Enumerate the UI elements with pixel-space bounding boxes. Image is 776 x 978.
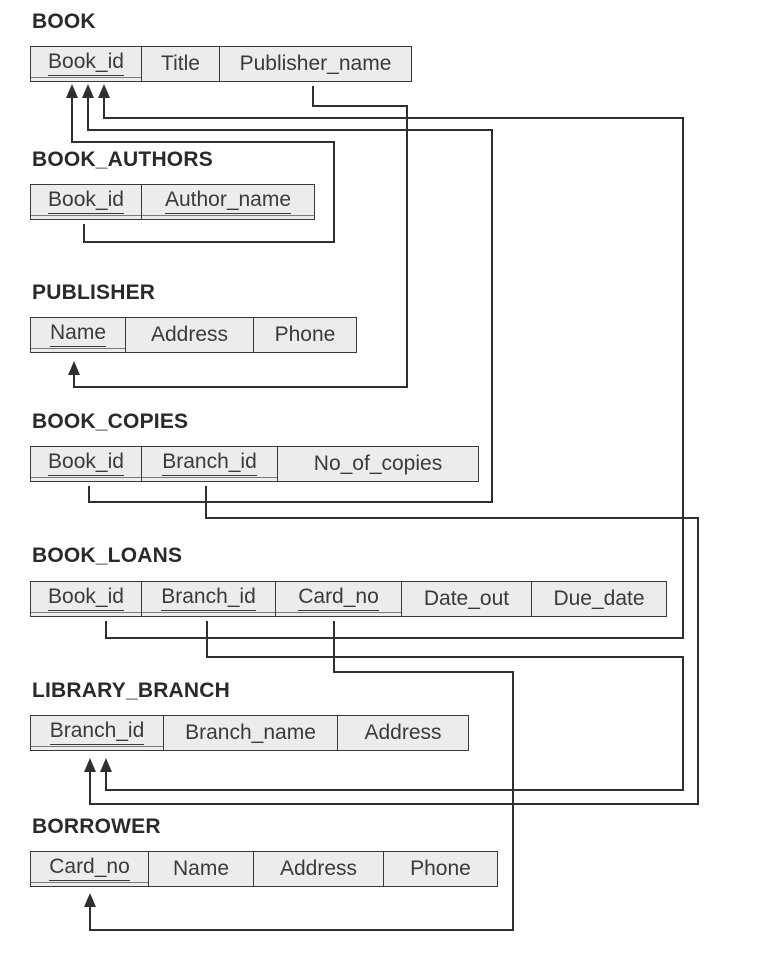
attr-borrower-card-no: Card_no: [31, 852, 149, 886]
relation-book-copies: Book_id Branch_id No_of_copies: [30, 446, 479, 482]
attr-borrower-phone: Phone: [410, 857, 471, 880]
arrowhead-icon: [84, 758, 96, 772]
relation-title-library-branch: LIBRARY_BRANCH: [32, 679, 231, 702]
attr-label: Branch_id: [49, 719, 145, 745]
arrowhead-icon: [82, 84, 94, 98]
fk-link-book-loans-card-no: [89, 621, 514, 931]
relation-borrower: Card_no Name Address Phone: [30, 851, 498, 887]
attr-library-branch-address: Address: [364, 721, 442, 744]
attr-book-loans-card-no: Card_no: [276, 582, 402, 616]
attr-label: Book_id: [48, 450, 124, 476]
attr-book-authors-book-id: Book_id: [31, 185, 142, 219]
attr-book-authors-author-name: Author_name: [142, 185, 314, 219]
relation-title-book-copies: BOOK_COPIES: [32, 410, 189, 433]
attr-label: Book_id: [48, 188, 124, 214]
relation-publisher: Name Address Phone: [30, 317, 357, 353]
attr-book-loans-book-id: Book_id: [31, 582, 142, 616]
relation-title-publisher: PUBLISHER: [32, 281, 156, 304]
arrowhead-icon: [68, 361, 80, 375]
attr-book-copies-branch-id: Branch_id: [142, 447, 278, 481]
attr-borrower-address: Address: [254, 852, 384, 886]
attr-book-book-id: Book_id: [31, 47, 142, 81]
attr-borrower-name: Name: [149, 852, 254, 886]
relation-book-loans: Book_id Branch_id Card_no Date_out Due_d…: [30, 581, 667, 617]
fk-link-book-authors-book-id: [71, 96, 335, 243]
attr-book-loans-date-out: Date_out: [402, 582, 532, 616]
attr-book-copies-book-id: Book_id: [31, 447, 142, 481]
fk-link-book-publisher-name: [73, 86, 408, 388]
relation-title-book-authors: BOOK_AUTHORS: [32, 148, 213, 171]
relation-book: Book_id Title Publisher_name: [30, 46, 412, 82]
attr-label: Book_id: [48, 50, 124, 76]
arrowhead-icon: [84, 893, 96, 907]
fk-link-book-copies-book-id: [87, 96, 493, 503]
fk-link-book-loans-book-id: [103, 96, 684, 639]
fk-link-book-copies-branch-id: [89, 486, 699, 805]
attr-label: Name: [49, 321, 107, 347]
attr-label: Card_no: [298, 585, 379, 611]
arrowhead-icon: [98, 84, 110, 98]
attr-book-copies-no-of-copies: No_of_copies: [313, 452, 443, 475]
attr-publisher-name: Name: [31, 318, 126, 352]
relation-book-authors: Book_id Author_name: [30, 184, 315, 220]
relation-title-book-loans: BOOK_LOANS: [32, 544, 183, 567]
attr-label: Book_id: [48, 585, 124, 611]
attr-publisher-phone: Phone: [274, 323, 336, 346]
attr-library-branch-branch-name: Branch_name: [164, 716, 338, 750]
attr-library-branch-branch-id: Branch_id: [31, 716, 164, 750]
fk-link-book-loans-branch-id: [105, 621, 684, 791]
relation-title-borrower: BORROWER: [32, 815, 161, 838]
attr-label: Card_no: [49, 855, 130, 881]
attr-label: Author_name: [164, 188, 292, 214]
relation-title-book: BOOK: [32, 10, 96, 33]
attr-label: Branch_id: [162, 450, 257, 476]
attr-book-loans-branch-id: Branch_id: [142, 582, 276, 616]
attr-label: Branch_id: [161, 585, 256, 611]
arrowhead-icon: [100, 758, 112, 772]
attr-book-publisher-name: Publisher_name: [239, 52, 392, 75]
arrowhead-icon: [66, 84, 78, 98]
relation-library-branch: Branch_id Branch_name Address: [30, 715, 469, 751]
attr-book-title: Title: [142, 47, 220, 81]
attr-publisher-address: Address: [126, 318, 254, 352]
attr-book-loans-due-date: Due_date: [553, 587, 645, 610]
